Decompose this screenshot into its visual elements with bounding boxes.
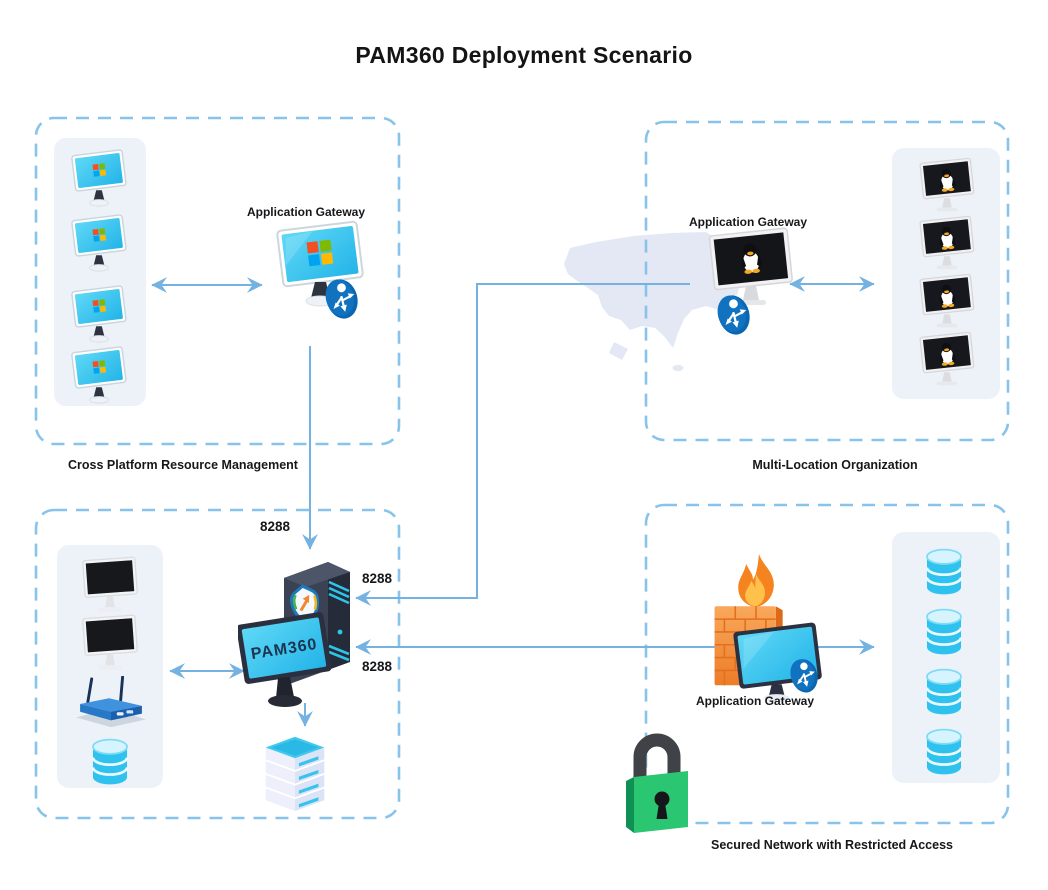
gateway-label-cross-platform: Application Gateway <box>246 205 366 219</box>
page-title: PAM360 Deployment Scenario <box>355 42 693 68</box>
workstation-monitor-icon <box>79 614 141 674</box>
padlock-icon <box>612 712 702 838</box>
database-icon <box>919 666 969 718</box>
windows-workstation-icon <box>69 344 129 406</box>
database-icon <box>86 736 134 788</box>
gateway-label-secured-network: Application Gateway <box>695 694 815 708</box>
caption-cross-platform: Cross Platform Resource Management <box>68 458 298 472</box>
linux-workstation-icon <box>917 215 977 275</box>
database-icon <box>919 546 969 598</box>
pam360-console-monitor: PAM360 <box>238 612 332 684</box>
port-label-gateway1: 8288 <box>259 519 291 534</box>
linux-workstation-icon <box>917 157 977 217</box>
caption-multi-location: Multi-Location Organization <box>752 458 918 472</box>
windows-gateway-icon <box>276 220 364 324</box>
caption-secured-network: Secured Network with Restricted Access <box>711 838 953 852</box>
linux-gateway-icon <box>708 227 793 340</box>
windows-workstation-icon <box>69 147 129 209</box>
pam360-server-icon: PAM360 <box>238 562 350 707</box>
load-balancer-icon <box>320 274 363 324</box>
linux-workstation-icon <box>917 273 977 333</box>
windows-workstation-icon <box>69 283 129 345</box>
port-label-secured-network: 8288 <box>361 659 393 674</box>
port-label-multi-location: 8288 <box>361 571 393 586</box>
database-icon <box>919 726 969 778</box>
database-icon <box>919 606 969 658</box>
wifi-router-icon <box>72 676 150 732</box>
workstation-monitor-icon <box>79 556 141 616</box>
linux-workstation-icon <box>917 331 977 391</box>
firewall-gateway-icon <box>714 553 823 702</box>
server-stack-icon <box>254 722 336 814</box>
windows-workstation-icon <box>69 212 129 274</box>
gateway-label-multi-location: Application Gateway <box>688 215 808 229</box>
